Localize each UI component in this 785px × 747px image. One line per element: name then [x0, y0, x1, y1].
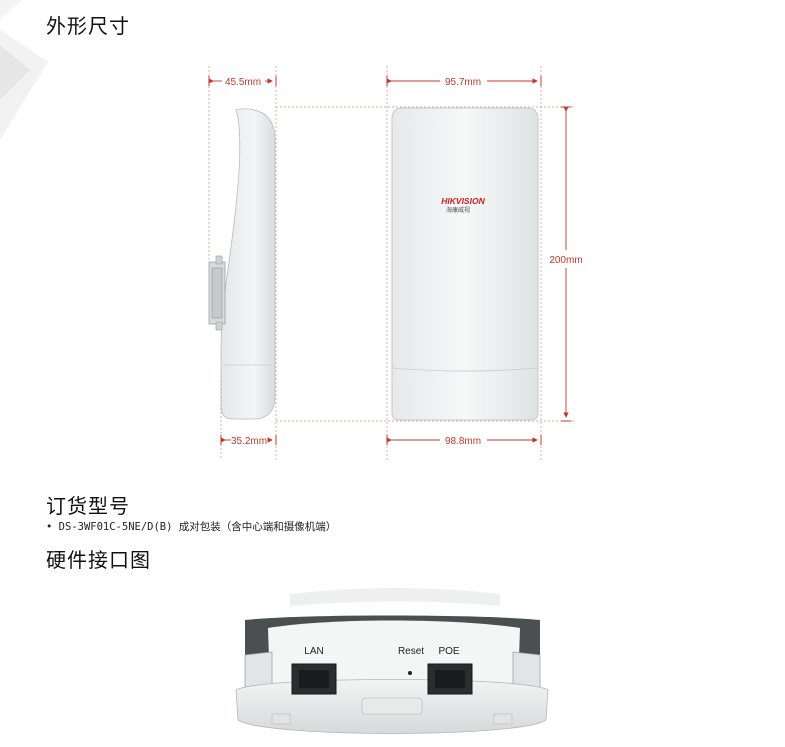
port-poe-label: POE	[438, 646, 459, 657]
dim-front-top: 95.7mm	[445, 77, 481, 88]
device-front-view: HIKVISION 海康威视	[391, 107, 539, 421]
dim-front-bottom: 98.8mm	[445, 436, 481, 447]
dimension-drawing: HIKVISION 海康威视 45.5mm 95.7mm 35.2mm 98.8…	[208, 66, 583, 460]
dimension-lines	[208, 78, 569, 443]
dim-side-top: 45.5mm	[225, 77, 261, 88]
dim-side-bottom: 35.2mm	[231, 436, 267, 447]
hikvision-logo: HIKVISION	[441, 196, 485, 206]
dimension-ticks	[208, 76, 571, 445]
hikvision-logo-sub: 海康威视	[446, 206, 470, 214]
dim-front-height: 200mm	[549, 255, 582, 266]
port-lan-label: LAN	[304, 646, 323, 657]
order-item: • DS-3WF01C-5NE/D(B) 成对包装（含中心端和摄像机端）	[46, 519, 336, 534]
dimension-guides	[208, 66, 575, 460]
port-reset-label: Reset	[398, 646, 424, 657]
device-bottom-view	[235, 588, 549, 734]
device-side-view	[208, 108, 276, 420]
order-model-text: DS-3WF01C-5NE/D(B) 成对包装（含中心端和摄像机端）	[58, 521, 337, 533]
interface-title: 硬件接口图	[46, 548, 151, 572]
dimensions-title: 外形尺寸	[46, 14, 130, 38]
corner-decoration	[0, 0, 48, 140]
bullet: •	[46, 521, 53, 533]
order-title: 订货型号	[46, 494, 130, 518]
